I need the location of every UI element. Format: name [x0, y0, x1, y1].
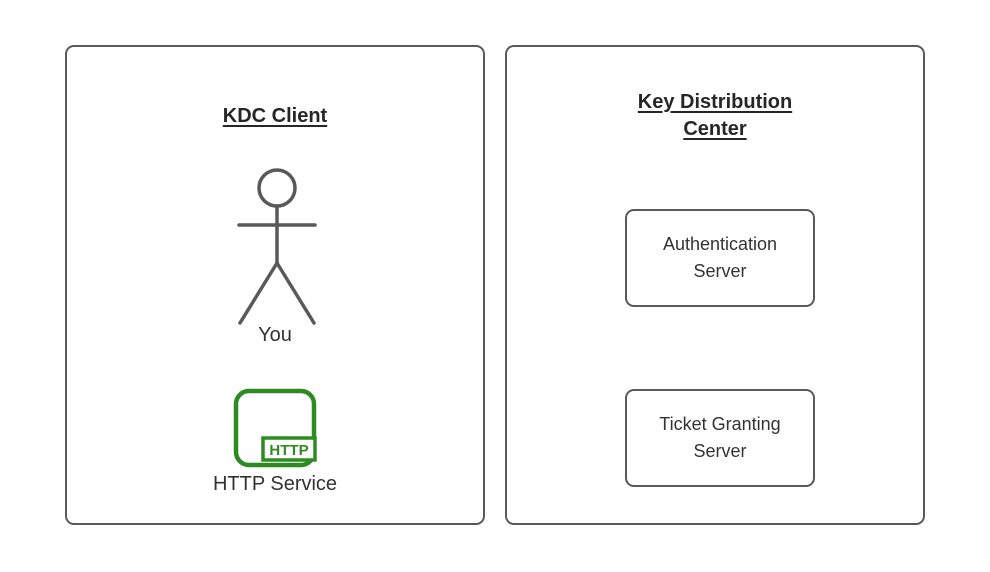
- http-app-icon: HTTP: [233, 388, 317, 468]
- node-ticket-granting-server: Ticket Granting Server: [625, 389, 815, 487]
- stick-figure-icon: [237, 168, 317, 325]
- kdc-client-panel: KDC Client You HTTP HTTP Service: [65, 45, 485, 525]
- ticket-granting-server-label: Ticket Granting Server: [659, 414, 781, 461]
- authentication-server-label: Authentication Server: [662, 234, 778, 281]
- actor-label: You: [258, 324, 292, 346]
- http-badge-text: HTTP: [269, 442, 308, 459]
- key-distribution-center-panel: Key Distribution Center Authentication S…: [505, 45, 925, 525]
- kdc-client-title: KDC Client: [222, 105, 328, 127]
- node-authentication-server: Authentication Server: [625, 209, 815, 307]
- service-label: HTTP Service: [212, 473, 338, 495]
- key-distribution-center-title: Key Distribution Center: [637, 91, 793, 140]
